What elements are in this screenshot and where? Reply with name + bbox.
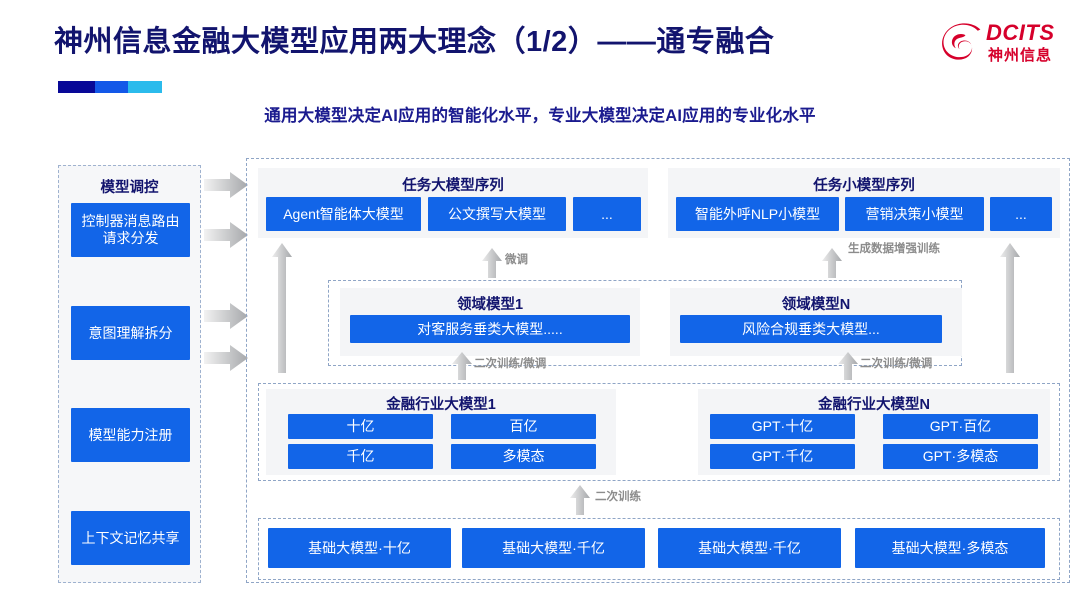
- arrow-right-icon-3: [204, 303, 248, 329]
- arrow-up-icon-retrain: [570, 485, 590, 515]
- accent-bar-segment-2: [95, 81, 128, 93]
- domain-group-n-title: 领域模型N: [781, 297, 851, 313]
- arrow-up-icon-retrain-right: [838, 352, 858, 380]
- industry-chip-1b[interactable]: 十亿: [288, 414, 433, 439]
- industry-models-container: [258, 383, 1060, 481]
- industry-chip-gpt-10b[interactable]: GPT·百亿: [883, 414, 1038, 439]
- brand-logo: DCITS 神州信息: [940, 18, 1066, 70]
- foundation-models-container: [258, 518, 1060, 580]
- logo-text-en: DCITS: [986, 20, 1055, 45]
- arrow-right-icon-1: [204, 172, 248, 198]
- arrow-up-icon-finetune: [482, 248, 502, 278]
- logo-text-cn: 神州信息: [988, 47, 1053, 64]
- arrow-up-icon-retrain-left: [452, 352, 472, 380]
- control-item-router[interactable]: 控制器消息路由请求分发: [71, 203, 190, 257]
- control-panel: 模型调控 控制器消息路由请求分发 意图理解拆分 模型能力注册 上下文记忆共享: [58, 165, 201, 583]
- industry-group-n: 金融行业大模型N GPT·十亿 GPT·百亿 GPT·千亿 GPT·多模态: [698, 389, 1050, 475]
- control-item-registry[interactable]: 模型能力注册: [71, 408, 190, 462]
- industry-chip-100b[interactable]: 千亿: [288, 444, 433, 469]
- task-chip-nlp-outbound[interactable]: 智能外呼NLP小模型: [676, 197, 839, 231]
- arrow-up-icon-data-aug: [822, 248, 842, 278]
- task-chip-document[interactable]: 公文撰写大模型: [428, 197, 566, 231]
- arrow-right-icon-2: [204, 222, 248, 248]
- task-chip-more-large[interactable]: ...: [573, 197, 641, 231]
- industry-chip-gpt-multimodal[interactable]: GPT·多模态: [883, 444, 1038, 469]
- industry-group-1: 金融行业大模型1 十亿 百亿 千亿 多模态: [266, 389, 616, 475]
- arrow-label-retrain: 二次训练: [595, 491, 641, 503]
- arrow-label-retrain-finetune-left: 二次训练/微调: [474, 358, 547, 370]
- arrow-label-finetune: 微调: [505, 254, 528, 266]
- control-panel-title: 模型调控: [100, 180, 159, 196]
- arrow-up-icon-long-left: [272, 243, 292, 373]
- foundation-chip-1b[interactable]: 基础大模型·十亿: [268, 528, 451, 568]
- architecture-outer-container: [246, 158, 1070, 583]
- page-subtitle: 通用大模型决定AI应用的智能化水平，专业大模型决定AI应用的专业化水平: [264, 107, 816, 125]
- industry-group-n-title: 金融行业大模型N: [818, 397, 930, 413]
- foundation-chip-multimodal[interactable]: 基础大模型·多模态: [855, 528, 1045, 568]
- domain-group-1-title: 领域模型1: [456, 297, 524, 313]
- task-group-small-title: 任务小模型序列: [813, 178, 915, 194]
- control-item-intent[interactable]: 意图理解拆分: [71, 306, 190, 360]
- page-title: 神州信息金融大模型应用两大理念（1/2）——通专融合: [54, 26, 775, 58]
- task-group-large-title: 任务大模型序列: [402, 178, 504, 194]
- domain-group-1: 领域模型1 对客服务垂类大模型.....: [340, 288, 640, 356]
- arrow-label-data-aug: 生成数据增强训练: [848, 243, 940, 255]
- task-group-small: 任务小模型序列 智能外呼NLP小模型 营销决策小模型 ...: [668, 168, 1060, 238]
- swirl-logo-icon: [942, 23, 981, 60]
- industry-chip-gpt-100b[interactable]: GPT·千亿: [710, 444, 855, 469]
- task-chip-agent[interactable]: Agent智能体大模型: [266, 197, 421, 231]
- industry-chip-10b[interactable]: 百亿: [451, 414, 596, 439]
- arrow-label-retrain-finetune-right: 二次训练/微调: [860, 358, 933, 370]
- accent-bar-segment-3: [127, 81, 162, 93]
- industry-chip-gpt-1b[interactable]: GPT·十亿: [710, 414, 855, 439]
- domain-chip-customer-service[interactable]: 对客服务垂类大模型.....: [350, 315, 630, 343]
- task-group-large: 任务大模型序列 Agent智能体大模型 公文撰写大模型 ...: [258, 168, 648, 238]
- task-chip-marketing[interactable]: 营销决策小模型: [845, 197, 984, 231]
- industry-chip-multimodal[interactable]: 多模态: [451, 444, 596, 469]
- accent-bar: [58, 81, 162, 93]
- domain-group-n: 领域模型N 风险合规垂类大模型...: [670, 288, 962, 356]
- arrow-right-icon-4: [204, 345, 248, 371]
- foundation-chip-100b-a[interactable]: 基础大模型·千亿: [462, 528, 645, 568]
- accent-bar-segment-1: [58, 81, 96, 93]
- arrow-up-icon-long-right: [1000, 243, 1020, 373]
- control-item-context[interactable]: 上下文记忆共享: [71, 511, 190, 565]
- foundation-chip-100b-b[interactable]: 基础大模型·千亿: [658, 528, 841, 568]
- task-chip-more-small[interactable]: ...: [990, 197, 1052, 231]
- industry-group-1-title: 金融行业大模型1: [386, 397, 496, 413]
- domain-chip-risk-compliance[interactable]: 风险合规垂类大模型...: [680, 315, 942, 343]
